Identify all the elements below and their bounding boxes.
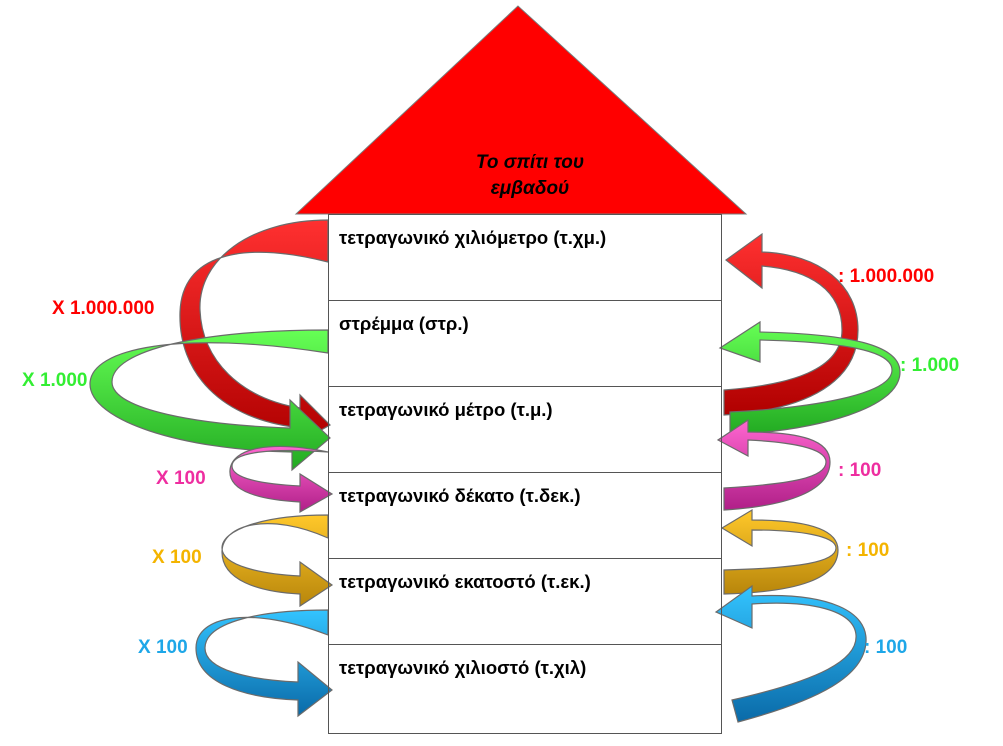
left-label-gold: X 100	[152, 547, 202, 568]
left-arrow-gold	[221, 514, 334, 608]
right-arrow-pink	[716, 418, 831, 511]
unit-label: τετραγωνικό μέτρο (τ.μ.)	[339, 399, 553, 420]
unit-label: στρέμμα (στρ.)	[339, 313, 469, 334]
left-label-red: X 1.000.000	[52, 298, 155, 319]
right-arrow-red	[723, 232, 859, 416]
roof-title-line2: εμβαδού	[490, 178, 570, 199]
left-arrow-pink	[229, 445, 334, 514]
units-table: τετραγωνικό χιλιόμετρο (τ.χμ.) στρέμμα (…	[328, 214, 722, 734]
unit-row-mm2: τετραγωνικό χιλιοστό (τ.χιλ)	[329, 645, 721, 731]
unit-label: τετραγωνικό χιλιόμετρο (τ.χμ.)	[339, 227, 607, 248]
right-label-red: : 1.000.000	[838, 266, 935, 287]
unit-row-dm2: τετραγωνικό δέκατο (τ.δεκ.)	[329, 473, 721, 559]
unit-row-stremma: στρέμμα (στρ.)	[329, 301, 721, 387]
left-arrow-green	[89, 329, 331, 472]
unit-row-km2: τετραγωνικό χιλιόμετρο (τ.χμ.)	[329, 215, 721, 301]
right-label-pink: : 100	[838, 460, 882, 481]
right-arrow-blue	[714, 584, 867, 723]
roof-title: Το σπίτι του εμβαδού	[430, 150, 630, 202]
right-arrow-green	[718, 320, 901, 436]
right-label-gold: : 100	[846, 540, 890, 561]
left-label-pink: X 100	[156, 468, 206, 489]
unit-label: τετραγωνικό χιλιοστό (τ.χιλ)	[339, 657, 587, 678]
right-label-blue: : 100	[864, 637, 908, 658]
roof-title-line1: Το σπίτι του	[475, 152, 585, 173]
unit-row-cm2: τετραγωνικό εκατοστό (τ.εκ.)	[329, 559, 721, 645]
right-label-green: : 1.000	[900, 355, 960, 376]
unit-row-m2: τετραγωνικό μέτρο (τ.μ.)	[329, 387, 721, 473]
unit-label: τετραγωνικό δέκατο (τ.δεκ.)	[339, 485, 581, 506]
left-label-green: X 1.000	[22, 370, 88, 391]
unit-label: τετραγωνικό εκατοστό (τ.εκ.)	[339, 571, 591, 592]
left-label-blue: X 100	[138, 637, 188, 658]
left-arrow-blue	[195, 609, 333, 718]
right-arrow-gold	[720, 508, 839, 595]
